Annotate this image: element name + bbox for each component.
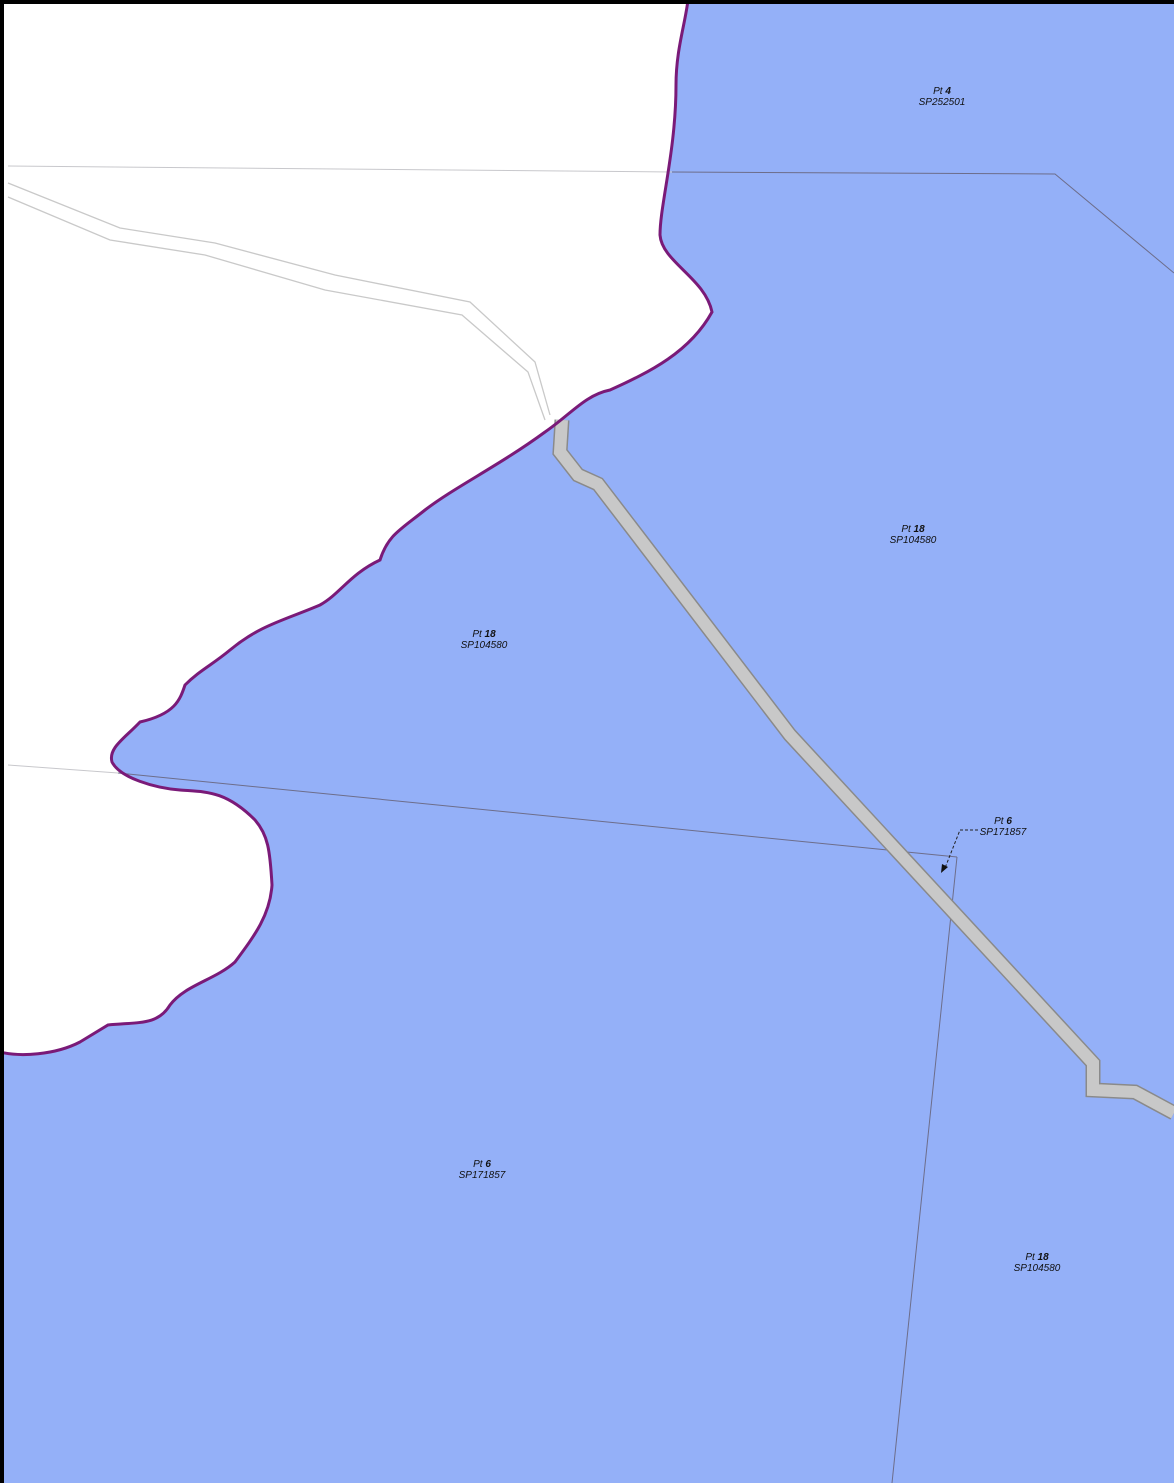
parcel-label-pt4[interactable]: Pt 4 SP252501	[918, 86, 966, 108]
cadastral-boundaries	[7, 165, 1174, 1483]
road-corridor-fill	[553, 419, 1174, 1119]
parcel-label-pt18-west[interactable]: Pt 18 SP104580	[460, 629, 508, 651]
water-boundary-line	[4, 4, 714, 1057]
parcel-label-pt18-north[interactable]: Pt 18 SP104580	[889, 524, 937, 546]
parcel-label-pt6-callout[interactable]: Pt 6 SP171857	[979, 816, 1027, 838]
road-lines-northwest	[7, 182, 551, 421]
parcel-label-pt6-south[interactable]: Pt 6 SP171857	[458, 1159, 506, 1181]
callout-arrowhead-icon	[941, 864, 948, 873]
callout-leader	[944, 829, 978, 869]
parcel-label-pt18-southeast[interactable]: Pt 18 SP104580	[1013, 1252, 1061, 1274]
